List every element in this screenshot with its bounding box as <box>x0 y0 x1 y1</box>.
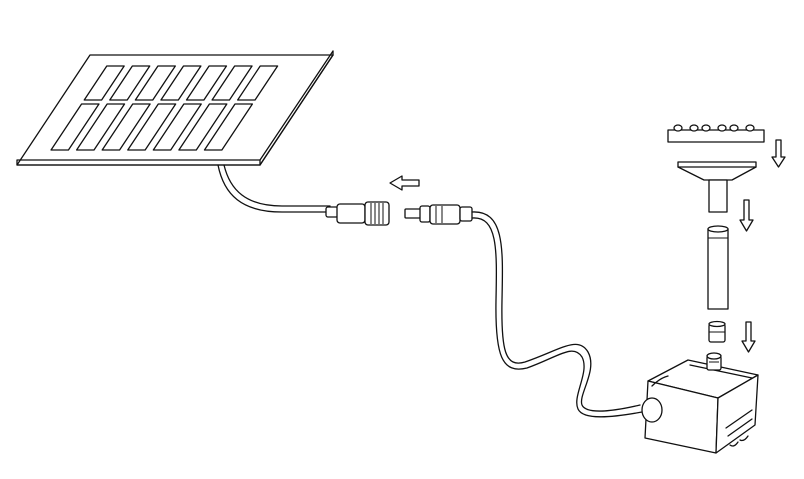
solar-cell <box>152 103 202 151</box>
solar-panel-icon <box>16 50 334 166</box>
adapter-icon <box>708 320 726 343</box>
pump-cable <box>471 211 641 412</box>
solar-cell <box>237 65 279 101</box>
solar-cell <box>160 65 202 101</box>
solar-cell <box>178 103 228 151</box>
pump-icon <box>641 352 759 454</box>
nozzle-hole <box>673 124 683 132</box>
solar-cell <box>50 103 100 151</box>
solar-cell <box>83 65 125 101</box>
nozzle-hole <box>745 124 755 132</box>
down-arrow-icon <box>739 139 786 353</box>
solar-cell <box>109 65 151 101</box>
funnel-icon <box>677 161 757 213</box>
female-plug-icon <box>325 201 390 226</box>
solar-cell <box>211 65 253 101</box>
solar-cell <box>75 103 126 151</box>
male-plug-icon <box>404 204 473 225</box>
tube-icon <box>707 225 729 310</box>
nozzle-hole <box>717 124 727 132</box>
solar-cell <box>127 103 177 151</box>
nozzle-icon <box>667 124 765 143</box>
solar-cell <box>101 103 151 151</box>
solar-cell <box>185 65 228 101</box>
panel-cable <box>217 164 331 213</box>
nozzle-hole <box>729 124 739 132</box>
solar-cell <box>203 103 254 151</box>
solar-cell <box>134 65 176 101</box>
left-arrow-icon <box>389 175 420 191</box>
nozzle-hole <box>689 124 699 132</box>
nozzle-hole <box>701 124 711 132</box>
